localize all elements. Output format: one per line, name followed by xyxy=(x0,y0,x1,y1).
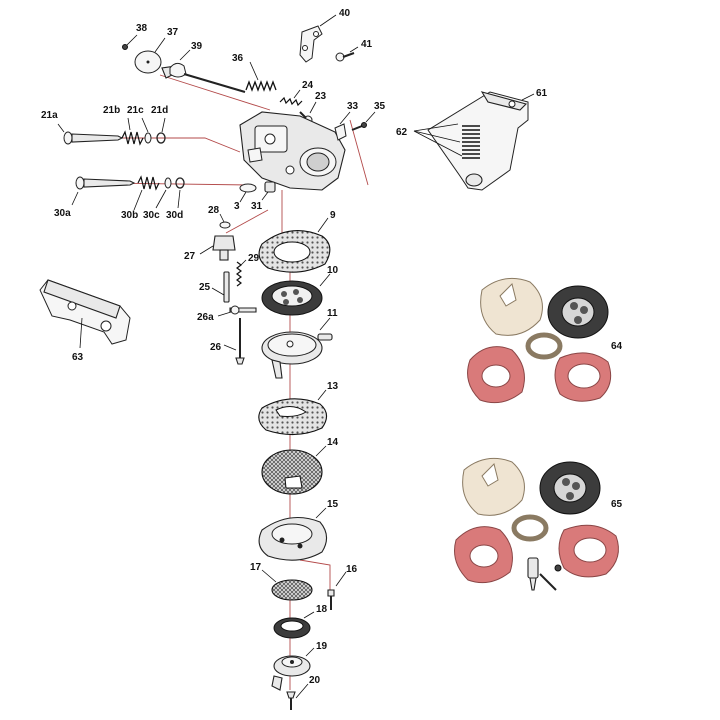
part-14-diaphragm xyxy=(261,445,327,495)
part-39-throttle-shaft xyxy=(161,49,246,94)
label-21b: 21b xyxy=(103,105,120,116)
part-21c-washer xyxy=(141,117,152,144)
label-21c: 21c xyxy=(127,105,144,116)
label-41: 41 xyxy=(361,39,373,50)
part-21a-needle xyxy=(57,123,124,145)
label-10: 10 xyxy=(327,265,339,276)
part-27-inlet-seat xyxy=(199,235,236,261)
label-28: 28 xyxy=(208,205,220,216)
label-33: 33 xyxy=(347,101,359,112)
label-30d: 30d xyxy=(166,210,183,221)
part-62-spring xyxy=(413,123,480,159)
part-9-gasket xyxy=(258,217,331,273)
part-31-plug xyxy=(261,181,276,201)
part-18-gasket-ring xyxy=(273,611,315,639)
part-30c-washer xyxy=(155,177,172,209)
label-64: 64 xyxy=(611,341,623,352)
part-19-cover xyxy=(271,647,315,691)
part-65-repair-kit xyxy=(454,457,619,591)
label-9: 9 xyxy=(330,210,336,221)
label-38: 38 xyxy=(136,23,148,34)
label-30c: 30c xyxy=(143,210,160,221)
label-25: 25 xyxy=(199,282,211,293)
part-29-spring xyxy=(236,259,247,287)
part-21d-o-ring xyxy=(156,117,166,144)
part-10-diaphragm xyxy=(261,273,331,316)
part-28-seal xyxy=(219,213,231,229)
label-31: 31 xyxy=(251,201,263,212)
label-27: 27 xyxy=(184,251,196,262)
part-64-gasket-kit xyxy=(467,277,612,404)
part-30d-o-ring xyxy=(175,177,185,209)
part-38-screw xyxy=(122,34,138,50)
part-36-spring xyxy=(245,61,277,92)
label-63: 63 xyxy=(72,352,84,363)
label-21a: 21a xyxy=(41,110,58,121)
label-26a: 26a xyxy=(197,312,214,323)
label-39: 39 xyxy=(191,41,203,52)
label-3: 3 xyxy=(234,201,240,212)
label-24: 24 xyxy=(302,80,314,91)
part-21b-spring xyxy=(121,117,144,146)
part-35-screw xyxy=(351,111,376,131)
label-62: 62 xyxy=(396,127,408,138)
part-25-pin xyxy=(211,271,230,303)
part-24-spring xyxy=(279,89,303,107)
part-13-gasket xyxy=(258,389,328,436)
label-35: 35 xyxy=(374,101,386,112)
label-37: 37 xyxy=(167,27,179,38)
part-61-bracket xyxy=(427,91,535,191)
part-63-bracket xyxy=(39,279,131,349)
label-65: 65 xyxy=(611,499,623,510)
label-20: 20 xyxy=(309,675,321,686)
label-61: 61 xyxy=(536,88,548,99)
part-40-bracket xyxy=(299,14,337,63)
part-41-screw xyxy=(335,46,359,62)
part-37-throttle-plate xyxy=(134,37,166,74)
label-17: 17 xyxy=(250,562,262,573)
part-26a-lever xyxy=(217,305,257,317)
label-14: 14 xyxy=(327,437,339,448)
label-26: 26 xyxy=(210,342,222,353)
label-18: 18 xyxy=(316,604,328,615)
label-23: 23 xyxy=(315,91,327,102)
label-11: 11 xyxy=(327,308,338,319)
label-19: 19 xyxy=(316,641,328,652)
part-30b-spring xyxy=(133,175,160,211)
label-36: 36 xyxy=(232,53,244,64)
part-30a-needle xyxy=(71,176,136,206)
part-3-washer xyxy=(239,183,257,203)
label-13: 13 xyxy=(327,381,339,392)
part-26-screw xyxy=(223,318,245,365)
part-15-pump-body xyxy=(258,507,328,561)
part-33-clip xyxy=(334,111,351,141)
label-21d: 21d xyxy=(151,105,168,116)
part-11-cover xyxy=(261,317,333,379)
label-40: 40 xyxy=(339,8,351,19)
carburetor-body xyxy=(239,111,346,191)
callout-labels: 38 37 39 40 41 36 24 23 33 35 21a 21b 21… xyxy=(41,8,623,686)
part-20-screw xyxy=(286,683,309,710)
part-17-screen xyxy=(261,569,313,601)
label-15: 15 xyxy=(327,499,339,510)
label-30b: 30b xyxy=(121,210,138,221)
label-29: 29 xyxy=(248,253,260,264)
part-16-screw xyxy=(327,571,347,610)
label-16: 16 xyxy=(346,564,358,575)
label-30a: 30a xyxy=(54,208,71,219)
